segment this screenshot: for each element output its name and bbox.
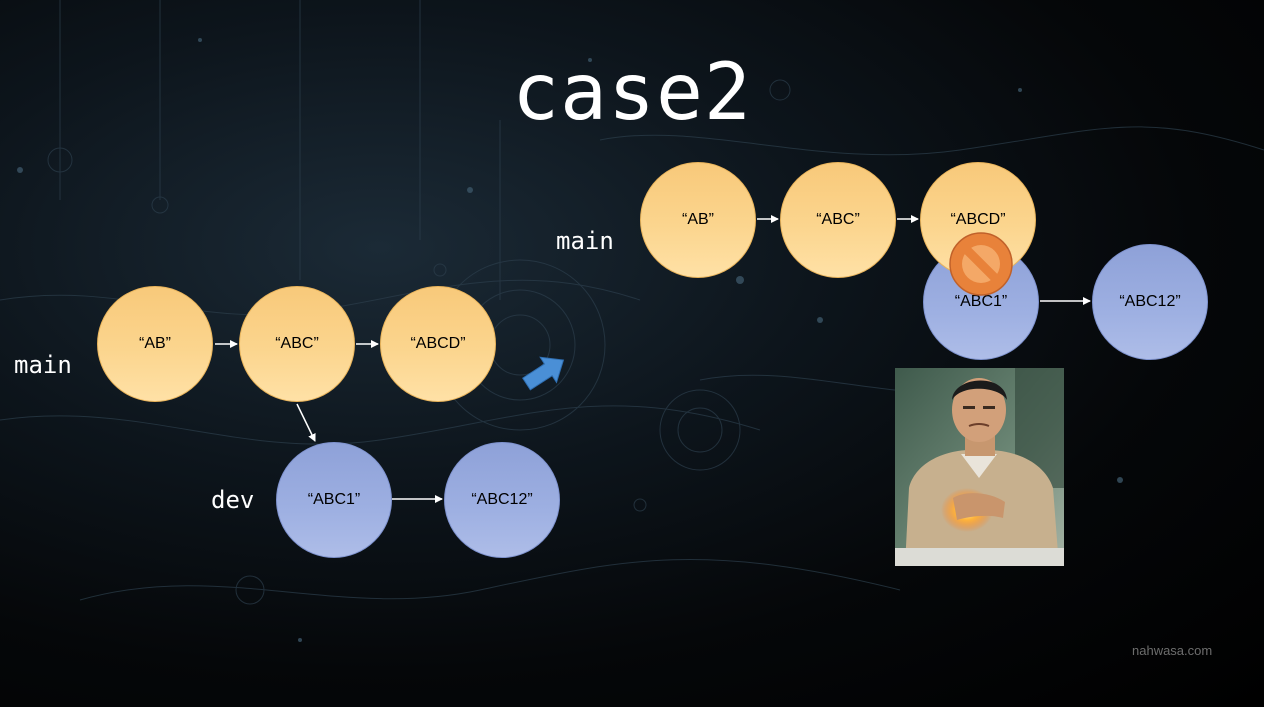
watermark-text: nahwasa.com — [1132, 643, 1213, 658]
slide-title: case2 — [512, 48, 752, 138]
left-main-node-abcd: “ABCD” — [380, 286, 496, 402]
right-main-label: main — [556, 227, 614, 255]
node-label: “AB” — [139, 335, 171, 352]
right-rebased-node-abc12: “ABC12” — [1092, 244, 1208, 360]
heartburn-man-photo — [895, 368, 1064, 566]
left-dev-node-abc1: “ABC1” — [276, 442, 392, 558]
node-label: “ABCD” — [410, 335, 466, 352]
node-label: “ABC12” — [471, 491, 533, 508]
left-main-node-abc: “ABC” — [239, 286, 355, 402]
left-main-label: main — [14, 351, 72, 379]
left-dev-label: dev — [211, 486, 255, 514]
node-label: “ABCD” — [950, 211, 1006, 228]
node-label: “ABC12” — [1119, 293, 1181, 310]
node-label: “AB” — [682, 211, 714, 228]
node-label: “ABC” — [816, 211, 860, 228]
node-label: “ABC1” — [954, 293, 1008, 310]
prohibited-icon — [949, 232, 1013, 296]
right-main-node-abc: “ABC” — [780, 162, 896, 278]
node-label: “ABC” — [275, 335, 319, 352]
right-main-node-ab: “AB” — [640, 162, 756, 278]
node-label: “ABC1” — [307, 491, 361, 508]
left-main-node-ab: “AB” — [97, 286, 213, 402]
left-dev-node-abc12: “ABC12” — [444, 442, 560, 558]
